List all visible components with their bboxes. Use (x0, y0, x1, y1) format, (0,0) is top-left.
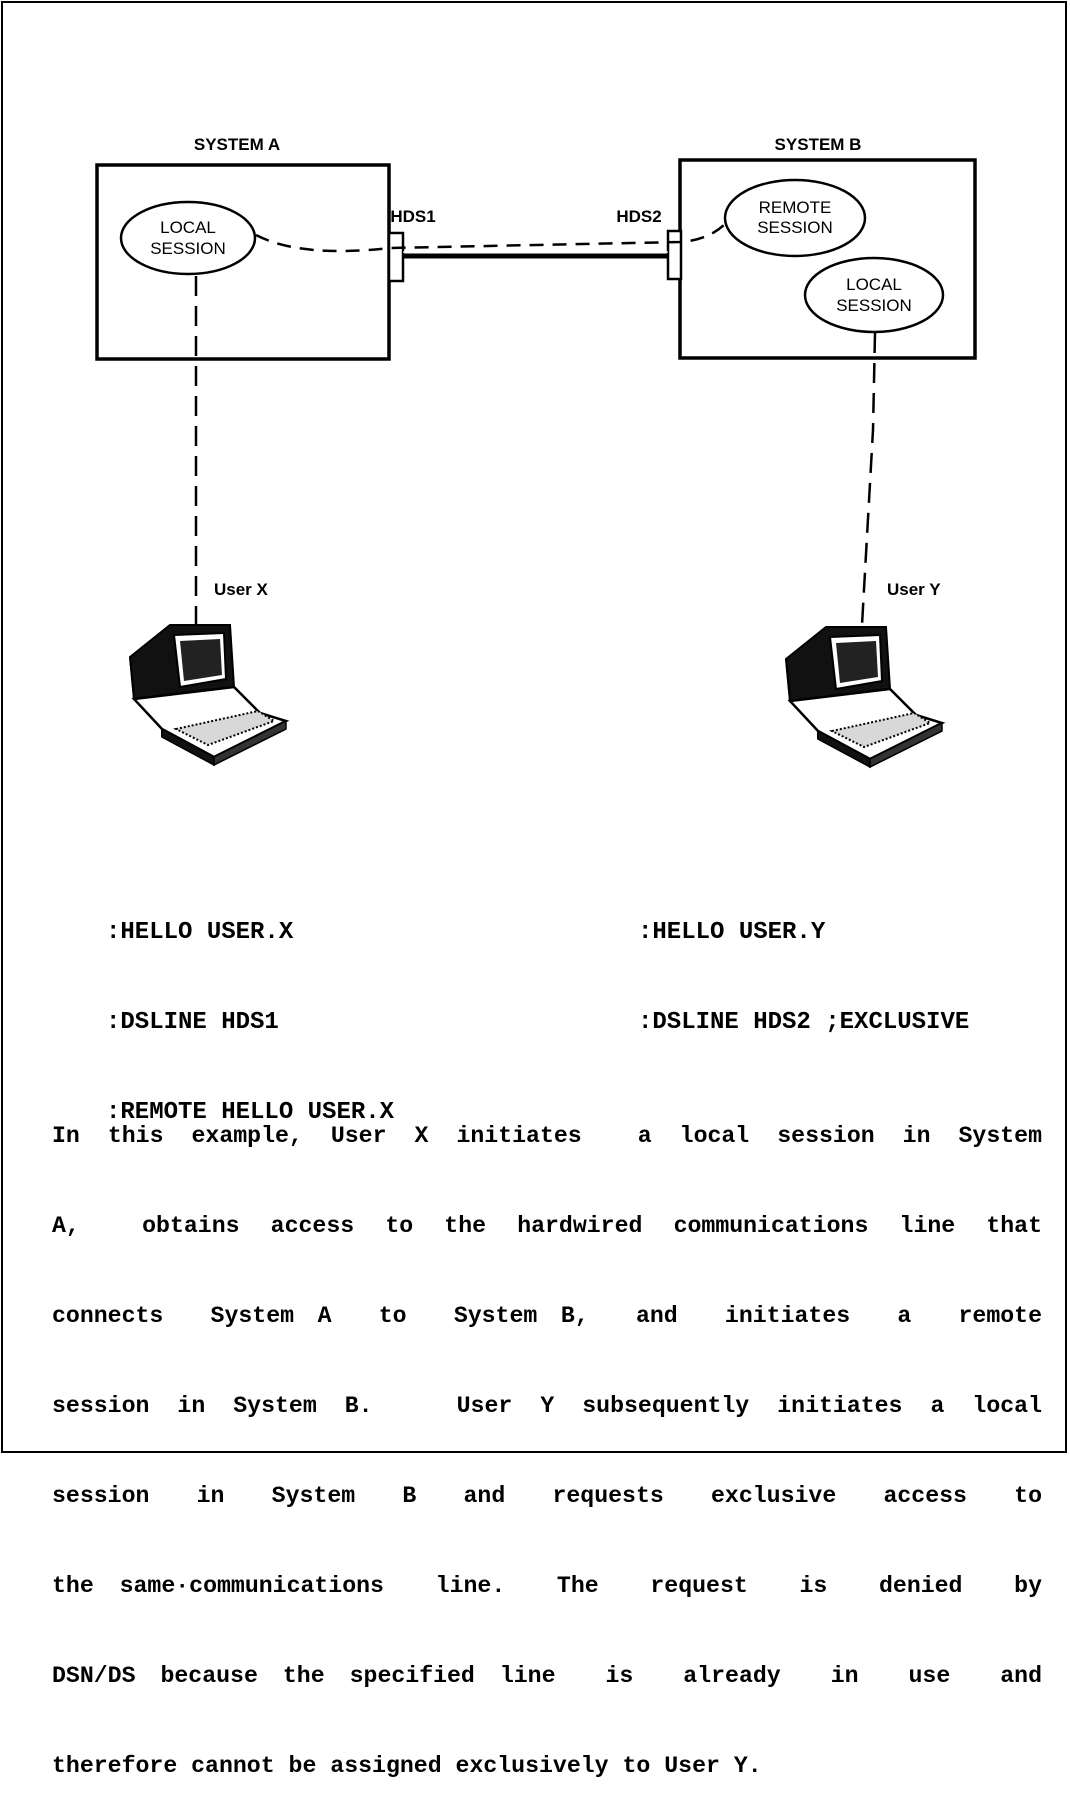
system-b-title: SYSTEM B (775, 135, 862, 154)
port-hds1 (387, 231, 405, 283)
caption-line: A, obtains access to the hardwired commu… (52, 1213, 1042, 1239)
system-b-remote-line2: SESSION (757, 218, 833, 237)
caption-line: DSN/DS because the specified line is alr… (52, 1663, 1042, 1689)
user-y-label: User Y (887, 580, 941, 599)
port-hds1-label: HDS1 (390, 207, 435, 226)
command-line: :HELLO USER.X (106, 919, 294, 946)
caption-line: therefore cannot be assigned exclusively… (52, 1753, 762, 1779)
remote-session-link (255, 221, 728, 253)
network-diagram: SYSTEM A LOCAL SESSION HDS1 SYSTEM B REM… (95, 135, 977, 769)
caption-line: In this example, User X initiates a loca… (52, 1123, 1042, 1149)
terminal-x-icon (128, 624, 290, 767)
system-b-local-line2: SESSION (836, 296, 912, 315)
system-a-session-line1: LOCAL (160, 218, 216, 237)
system-b-local-session (803, 256, 945, 334)
user-x-label: User X (214, 580, 269, 599)
figure-frame (1, 1, 1067, 1453)
user-y-commands: :HELLO USER.Y :DSLINE HDS2 ;EXCLUSIVE (638, 858, 969, 1068)
system-a-session-line2: SESSION (150, 239, 226, 258)
system-b-local-line1: LOCAL (846, 275, 902, 294)
caption-paragraph: In this example, User X initiates a loca… (52, 1061, 1042, 1811)
system-b-remote-line1: REMOTE (759, 198, 832, 217)
system-a-title: SYSTEM A (194, 135, 280, 154)
system-b-remote-session (723, 178, 867, 258)
command-line: :DSLINE HDS1 (106, 1009, 279, 1036)
command-line: :HELLO USER.Y (638, 919, 826, 946)
command-line: :REMOTE HELLO USER.X (106, 1099, 395, 1126)
port-hds2-label: HDS2 (616, 207, 661, 226)
user-x-commands: :HELLO USER.X :DSLINE HDS1 :REMOTE HELLO… (106, 858, 394, 1158)
system-a-local-session (119, 200, 257, 276)
user-y-connection (860, 332, 877, 626)
caption-line: session in System B. User Y subsequently… (52, 1393, 1042, 1419)
caption-line: connects System A to System B, and initi… (52, 1303, 1042, 1329)
caption-line: session in System B and requests exclusi… (52, 1483, 1042, 1509)
terminal-y-icon (784, 626, 946, 769)
command-line: :DSLINE HDS2 ;EXCLUSIVE (638, 1009, 970, 1036)
port-hds2 (666, 229, 683, 281)
caption-line: the same·communications line. The reques… (52, 1573, 1042, 1599)
